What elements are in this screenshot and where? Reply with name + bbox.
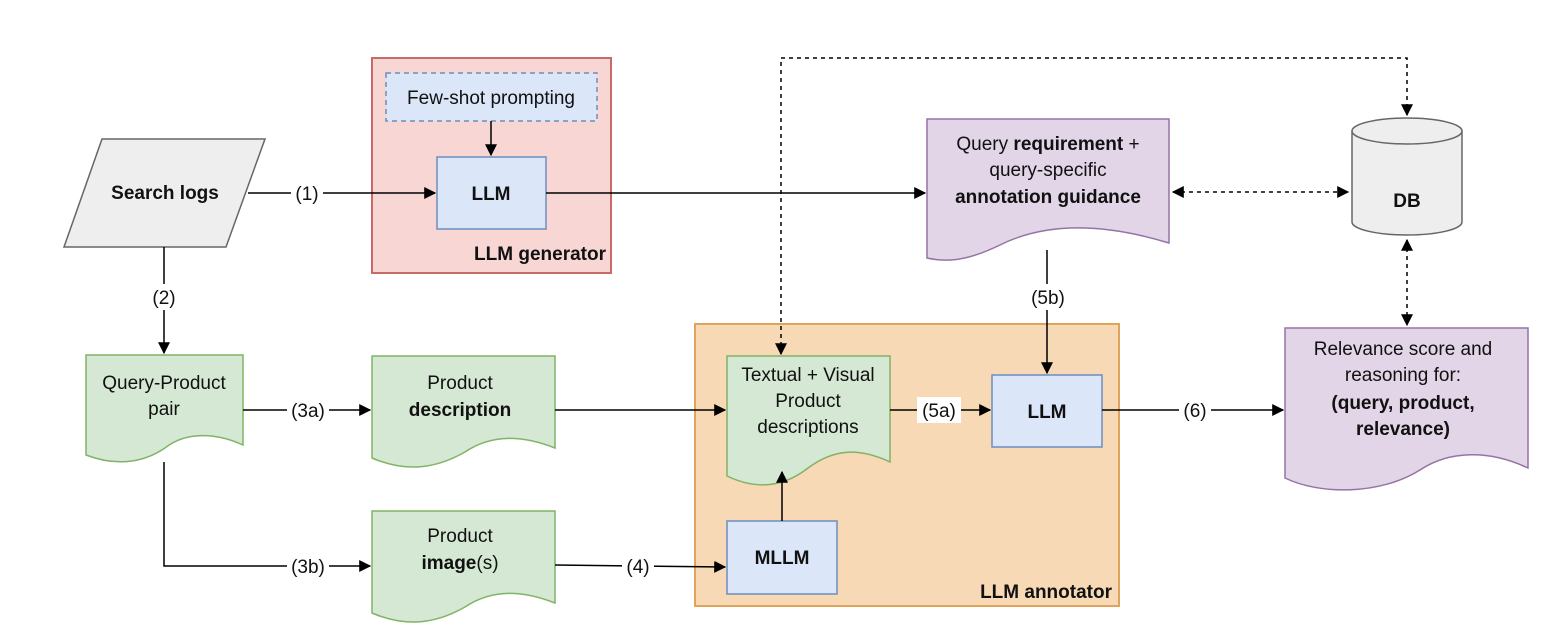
search-logs-label: Search logs <box>111 183 219 204</box>
llm-generator-node <box>436 156 547 230</box>
few-shot-prompting-label: Few-shot prompting <box>407 88 575 109</box>
relevance-line1: Relevance score and <box>1314 339 1493 360</box>
edge-3b-label: (3b) <box>291 557 325 578</box>
relevance-line4: relevance) <box>1356 419 1450 440</box>
product-image-line1: Product <box>427 526 493 547</box>
llm-annotator-group-label: LLM annotator <box>980 582 1113 603</box>
query-requirement-line1: Query requirement + <box>956 134 1139 155</box>
product-description-node <box>371 355 556 468</box>
llm-generator-node-label: LLM <box>471 184 510 205</box>
db-top <box>1351 117 1463 145</box>
few-shot-prompting-node <box>385 72 598 122</box>
query-requirement-line3: annotation guidance <box>955 187 1141 208</box>
product-description-line2: description <box>409 400 511 421</box>
textual-visual-line2: Product <box>775 391 841 412</box>
llm-annotator-node-label: LLM <box>1027 402 1066 423</box>
query-product-pair-line1: Query-Product <box>102 373 226 394</box>
edge-5b-label: (5b) <box>1031 288 1065 309</box>
llm-annotator-node <box>991 374 1103 448</box>
mllm-node-label: MLLM <box>755 548 810 569</box>
edge-6-label: (6) <box>1183 401 1206 422</box>
edge-3a-label: (3a) <box>291 401 325 422</box>
db-node <box>1351 131 1463 236</box>
db-label: DB <box>1393 191 1420 212</box>
textual-visual-descriptions-node <box>726 355 891 486</box>
edge-1-label: (1) <box>295 184 318 205</box>
relevance-output-node <box>1284 327 1529 491</box>
query-requirement-line2: query-specific <box>989 160 1106 181</box>
edge-5a-label: (5a) <box>922 401 956 422</box>
edge-2-label: (2) <box>152 288 175 309</box>
product-image-line2: image(s) <box>421 553 498 574</box>
llm-generator-group-label: LLM generator <box>474 244 607 265</box>
edge-textual-db <box>775 57 1413 356</box>
relevance-line2: reasoning for: <box>1345 365 1461 386</box>
edge-3b <box>163 462 372 572</box>
product-description-line1: Product <box>427 373 493 394</box>
query-product-pair-line2: pair <box>148 399 180 420</box>
edge-4-label: (4) <box>626 557 649 578</box>
textual-visual-line1: Textual + Visual <box>741 365 874 386</box>
textual-visual-line3: descriptions <box>757 417 858 438</box>
product-image-node <box>371 510 556 623</box>
relevance-line3: (query, product, <box>1331 393 1474 414</box>
mllm-node <box>726 520 838 595</box>
search-logs-node <box>62 138 267 248</box>
query-product-pair-node <box>85 354 244 463</box>
